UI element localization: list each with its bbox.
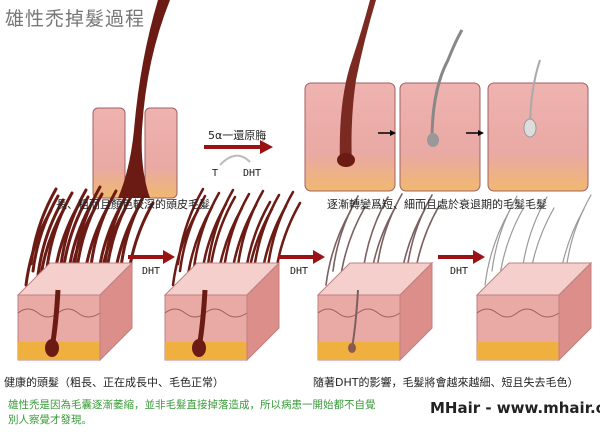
hair-strand — [236, 189, 265, 268]
testosterone-label: T — [212, 168, 219, 179]
note-line-1: 雄性禿是因為毛囊逐漸萎縮，並非毛髮直接掉落造成，所以病患一開始都不自覺 — [8, 399, 376, 411]
dht-arrow — [128, 250, 175, 264]
hair-strand — [75, 192, 104, 271]
dht-arrow — [278, 250, 325, 264]
caption-dht-effect: 隨著DHT的影響，毛髮將會越來越細、短且失去毛色） — [313, 376, 579, 389]
dht-arrow-label: DHT — [142, 266, 161, 277]
dht-arrow-label: DHT — [290, 266, 309, 277]
hair-strand — [89, 189, 118, 268]
scalp-cube — [16, 185, 155, 362]
hair-strand — [206, 188, 235, 267]
dht-arrow-label: DHT — [450, 266, 469, 277]
scalp-cube — [163, 187, 302, 362]
caption-miniaturized-hair: 逐漸轉變爲短、細而且處於衰退期的毛髮毛髮 — [327, 198, 547, 211]
follicle-bulb — [45, 339, 59, 357]
hair-strand — [332, 195, 359, 272]
thick-hair — [118, 0, 170, 198]
watermark: MHair - www.mhair.org — [430, 399, 600, 417]
follicle-bulb — [348, 343, 356, 353]
hair-strand — [266, 190, 295, 269]
hair-strand — [119, 190, 148, 269]
dht-label: DHT — [243, 168, 262, 179]
hair-strand — [45, 191, 74, 270]
healthy-follicle-diagram — [92, 0, 178, 199]
follicle-bulb — [192, 339, 206, 357]
explanation-note: 雄性禿是因為毛囊逐漸萎縮，並非毛髮直接掉落造成，所以病患一開始都不自覺 別人察覺… — [8, 398, 598, 428]
hair-strand — [103, 186, 132, 265]
caption-healthy-scalp: 健康的頭髮（粗長、正在成長中、毛色正常） — [4, 376, 224, 389]
note-line-2: 別人察覺才發現。 — [8, 414, 92, 426]
scalp-cube — [475, 194, 593, 362]
dht-arrow — [438, 250, 485, 264]
miniaturizing-follicles-diagram — [304, 0, 589, 192]
hair-strand — [565, 194, 592, 271]
conversion-arrow — [204, 140, 273, 166]
hair-strand — [31, 194, 60, 273]
hair-strand — [376, 193, 403, 270]
enzyme-label: 5α一還原脢 — [208, 129, 267, 142]
hair-strand — [176, 187, 205, 266]
scalp-cube — [316, 193, 440, 362]
hair-strand — [59, 188, 88, 267]
hair-strand — [491, 195, 518, 272]
hair-strand — [29, 187, 58, 266]
hair-strand — [36, 198, 65, 277]
hair-strand — [178, 194, 207, 273]
hair-strand — [73, 185, 102, 264]
hair-strand — [192, 191, 221, 270]
caption-healthy-hair: 長、粗而且顏色較深的頭皮毛髮 — [56, 198, 210, 211]
page-title: 雄性禿掉髮過程 — [5, 8, 146, 30]
hair-strand — [222, 192, 251, 271]
